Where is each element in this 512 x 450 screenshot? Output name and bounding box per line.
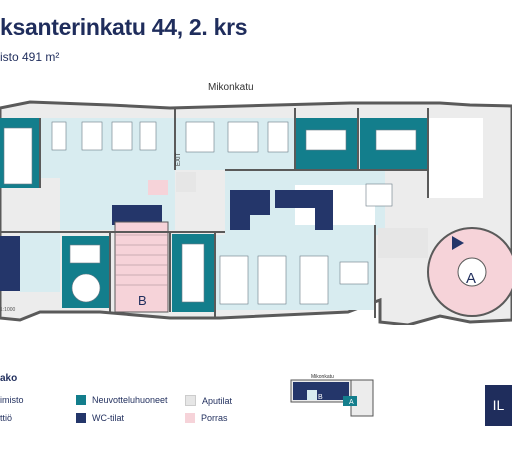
floor-plan: EXIT B A <box>0 100 512 325</box>
legend-item-lobby: ttiö <box>0 413 13 423</box>
minimap: Mikonkatu B A <box>290 374 374 417</box>
desk-blocks <box>3 121 417 305</box>
legend-item-stair: Porras <box>185 413 228 423</box>
lobby-right <box>428 118 483 198</box>
street-label: Mikonkatu <box>208 82 254 93</box>
wc-5 <box>0 236 20 291</box>
minimap-b: B <box>318 394 323 401</box>
elevator-arrow-right <box>148 207 162 221</box>
legend-item-wc: WC-tilat <box>76 413 124 423</box>
legend-item-meeting: Neuvotteluhuoneet <box>76 395 168 405</box>
legend-item-office: imisto <box>0 395 24 405</box>
exit-label: EXIT <box>176 152 182 166</box>
minimap-a: A <box>349 399 354 406</box>
wc-4 <box>315 190 333 230</box>
elevator-arrow-a <box>452 236 464 250</box>
legend-item-aux: Aputilat <box>185 395 232 406</box>
wc-2 <box>250 190 270 215</box>
area-text: isto 491 m² <box>0 50 60 64</box>
stair-a-label: A <box>466 270 476 287</box>
aux-room-2 <box>148 180 168 195</box>
property-title: ksanterinkatu 44, 2. krs <box>0 14 248 40</box>
legend-title: ako <box>0 373 18 384</box>
stair-b <box>114 221 169 313</box>
wc-3 <box>275 190 315 208</box>
scale-label: 1:1000 <box>0 307 16 313</box>
elevator-arrow-left <box>118 207 132 221</box>
interior-walls <box>0 108 429 318</box>
office-zone-left2 <box>20 232 60 292</box>
stair-b-steps <box>115 234 168 286</box>
wc-1 <box>230 190 250 230</box>
minimap-street: Mikonkatu <box>311 374 334 380</box>
aux-room-1 <box>176 172 196 192</box>
stair-a-core <box>457 257 487 287</box>
aux-room-3 <box>378 228 428 258</box>
stair-b-label: B <box>138 293 147 308</box>
cta-button[interactable]: IL <box>485 385 512 426</box>
